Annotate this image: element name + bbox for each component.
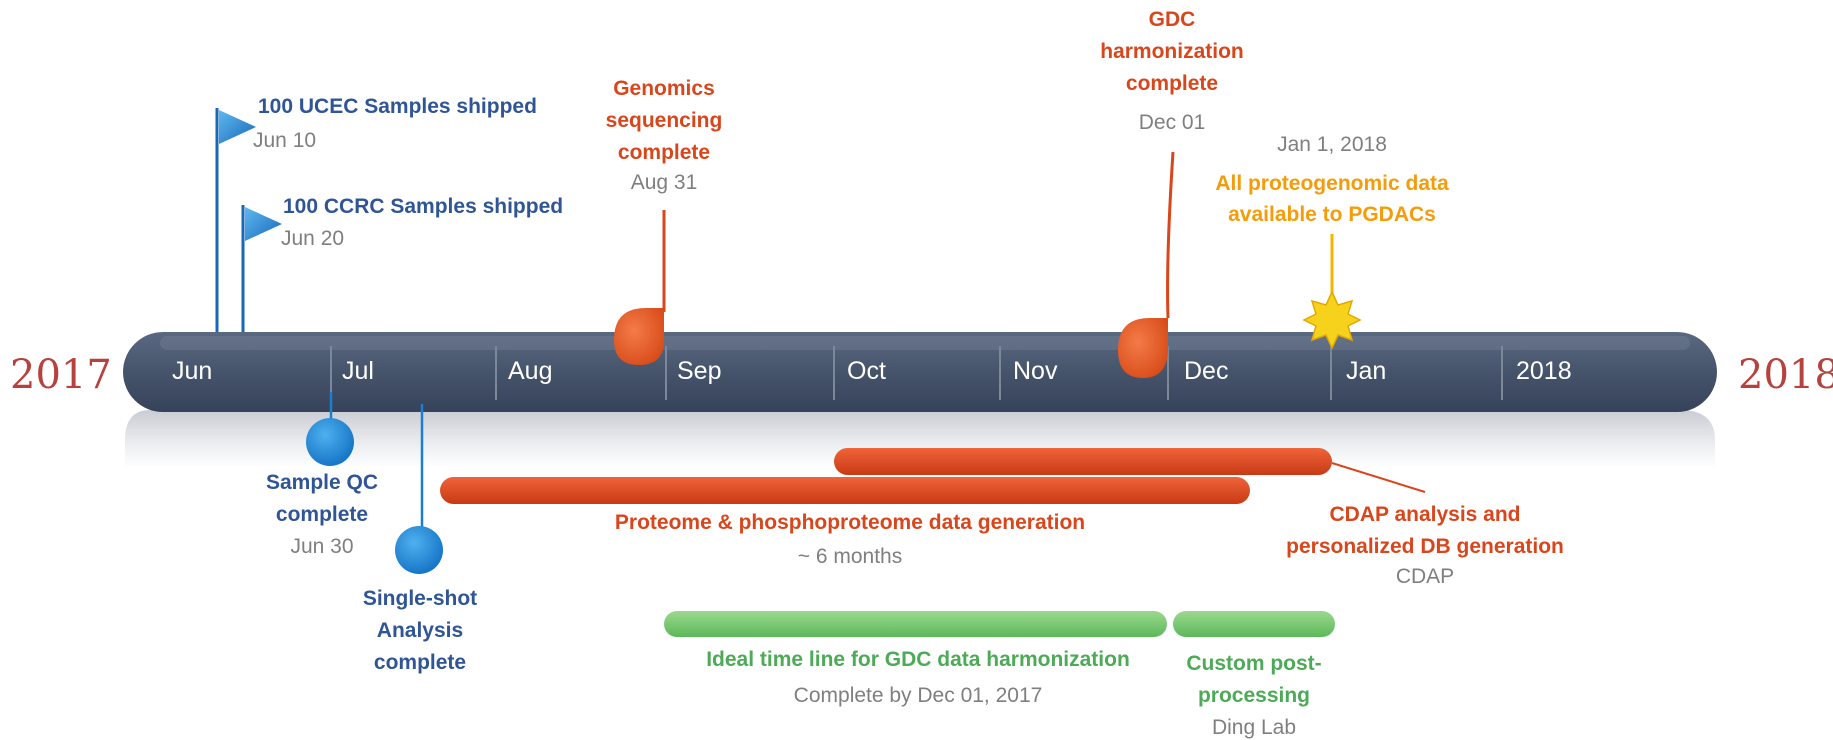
gdc-title: GDC harmonization complete	[1100, 8, 1244, 95]
pgdac-title: All proteogenomic data available to PGDA…	[1215, 172, 1449, 226]
custom-sub: Ding Lab	[1211, 716, 1297, 739]
month-label: Jan	[1346, 357, 1387, 385]
month-label: Dec	[1184, 357, 1229, 385]
genomics-drop-icon	[614, 308, 664, 365]
ucec-date: Jun 10	[253, 129, 317, 152]
custom-label: Custom post- processing	[1186, 652, 1322, 707]
ucec-flag-icon	[219, 110, 256, 144]
ideal-label: Ideal time line for GDC data harmonizati…	[706, 648, 1130, 671]
month-separators	[330, 346, 1503, 400]
proteome-sub: ~ 6 months	[797, 545, 903, 568]
qc-dot-icon	[306, 418, 354, 466]
month-label: Jul	[342, 357, 374, 385]
ideal-sub: Complete by Dec 01, 2017	[793, 684, 1043, 707]
cdap-sub: CDAP	[1395, 565, 1455, 588]
ccrc-title: 100 CCRC Samples shipped	[283, 195, 564, 218]
timeline-bar	[123, 332, 1717, 412]
cdap-bar	[834, 448, 1332, 475]
qc-date: Jun 30	[290, 535, 354, 558]
month-label: Oct	[847, 357, 886, 385]
ideal-bar	[664, 611, 1167, 637]
year-start: 2017	[10, 352, 112, 398]
genomics-date: Aug 31	[630, 171, 698, 194]
proteome-bar	[440, 477, 1250, 504]
month-label: Jun	[172, 357, 213, 385]
proteome-label: Proteome & phosphoproteome data generati…	[614, 511, 1086, 534]
pgdac-star-icon	[1302, 290, 1362, 350]
month-label: Sep	[677, 357, 722, 385]
genomics-title: Genomics sequencing complete	[605, 77, 723, 164]
singleshot-dot-icon	[395, 526, 443, 574]
ucec-title: 100 UCEC Samples shipped	[258, 95, 537, 118]
gdc-date: Dec 01	[1138, 111, 1206, 134]
qc-title: Sample QC complete	[265, 471, 379, 526]
custom-bar	[1173, 611, 1335, 637]
month-label: Nov	[1013, 357, 1058, 385]
gdc-drop-icon	[1118, 318, 1168, 378]
pgdac-date: Jan 1, 2018	[1277, 133, 1387, 156]
cdap-label: CDAP analysis and personalized DB genera…	[1286, 503, 1564, 558]
ccrc-flag-icon	[245, 207, 282, 241]
year-end: 2018	[1738, 352, 1833, 398]
month-label: 2018	[1516, 357, 1572, 385]
ccrc-date: Jun 20	[281, 227, 345, 250]
singleshot-title: Single-shot Analysis complete	[362, 587, 478, 674]
month-label: Aug	[508, 357, 553, 385]
